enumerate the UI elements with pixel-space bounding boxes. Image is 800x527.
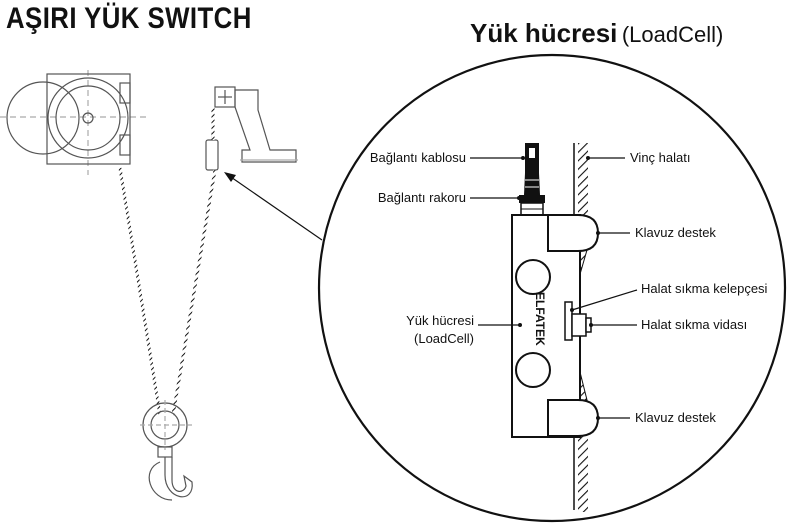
label-connection-cable: Bağlantı kablosu	[370, 150, 466, 165]
guide-support-top	[547, 214, 600, 252]
rope-left	[118, 167, 162, 416]
connection-cable	[524, 143, 540, 195]
detail-title-main: Yük hücresi	[470, 18, 618, 48]
label-guide-support-top: Klavuz destek	[635, 225, 716, 240]
connection-gland	[519, 195, 545, 216]
guide-support-bottom	[547, 399, 600, 437]
label-load-cell-en: (LoadCell)	[414, 331, 474, 346]
pointer-arrow	[227, 174, 323, 241]
page-title: AŞIRI YÜK SWITCH	[6, 2, 252, 35]
brand-label: ELFATEK	[533, 292, 547, 346]
detail-title-paren: (LoadCell)	[621, 22, 724, 47]
label-rope-clamp: Halat sıkma kelepçesi	[641, 281, 768, 296]
rope-clamp	[564, 301, 573, 341]
leader-clamp	[571, 289, 638, 311]
label-connection-gland: Bağlantı rakoru	[378, 190, 466, 205]
hook-block	[140, 400, 193, 501]
hoist-drum	[0, 70, 150, 175]
anchor-bracket	[205, 86, 298, 171]
rope-right	[171, 169, 217, 416]
label-clamp-screw: Halat sıkma vidası	[641, 317, 747, 332]
clamp-screw	[571, 313, 592, 337]
label-load-cell: Yük hücresi	[406, 313, 474, 328]
detail-title: Yük hücresi (LoadCell)	[470, 18, 723, 49]
label-crane-rope: Vinç halatı	[630, 150, 690, 165]
label-guide-support-bottom: Klavuz destek	[635, 410, 716, 425]
detail-view: ELFATEK	[317, 53, 787, 523]
crane-overview	[0, 70, 323, 501]
